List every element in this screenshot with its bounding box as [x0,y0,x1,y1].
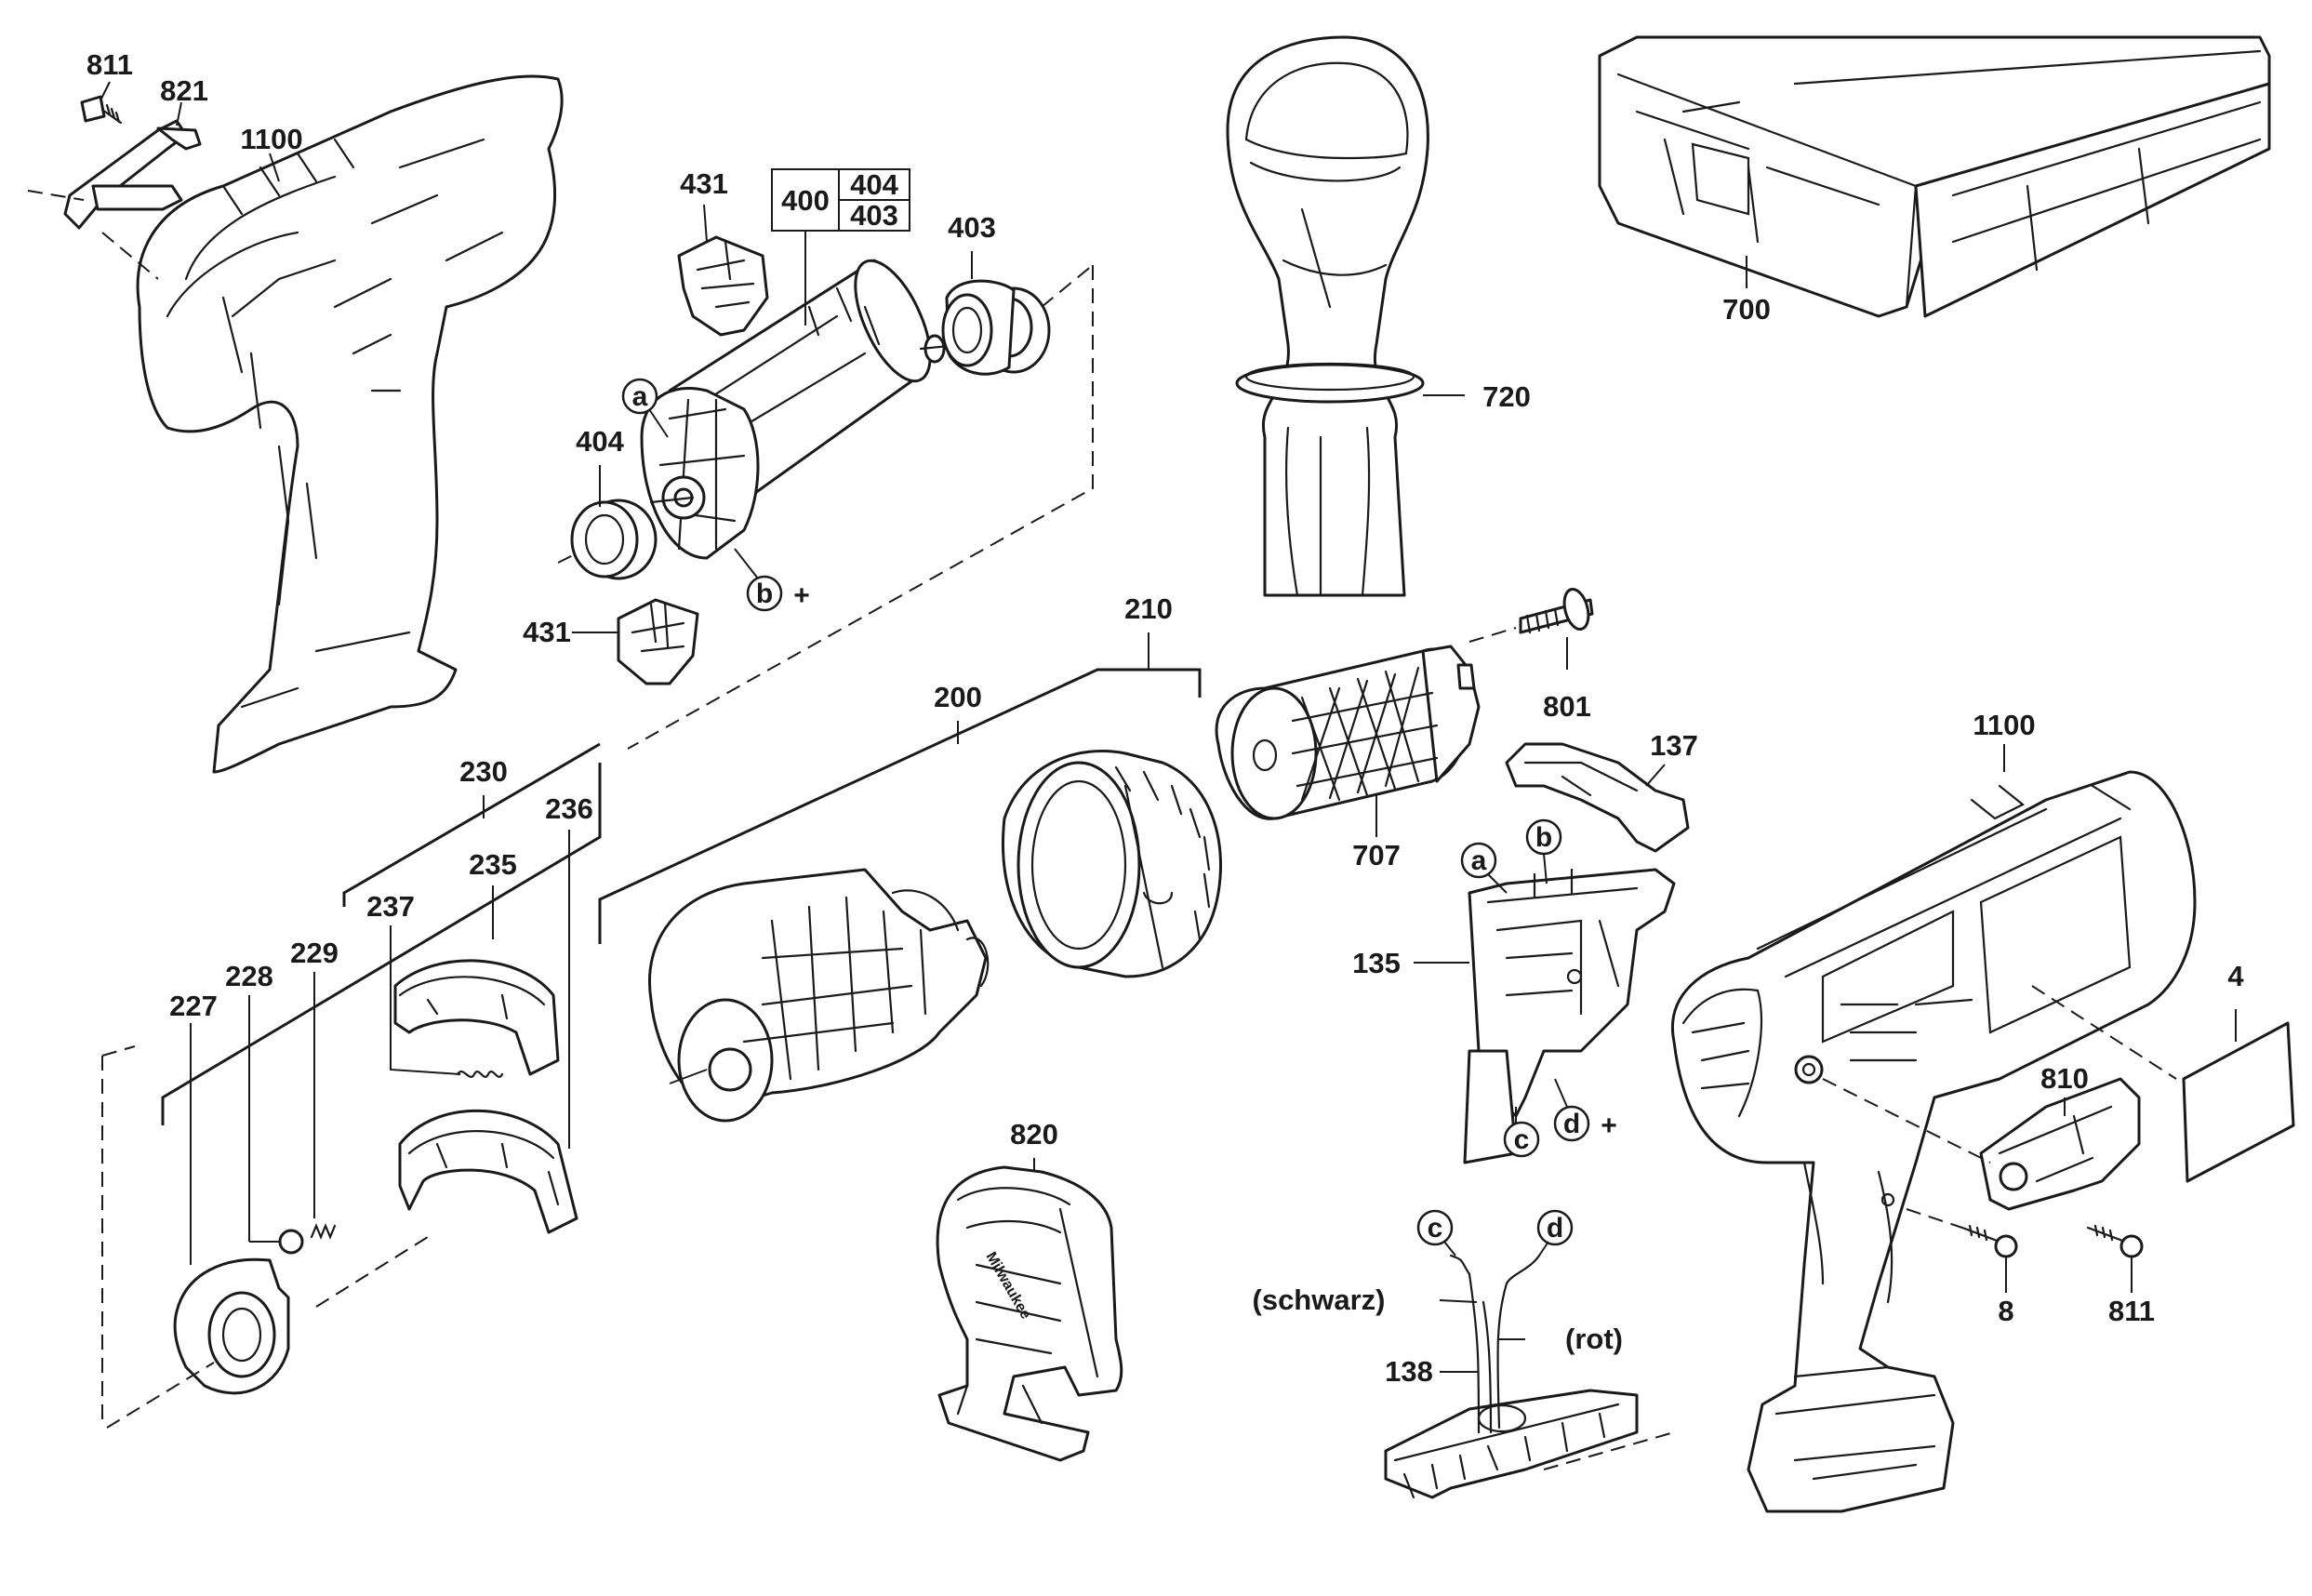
brush-holder-431-bottom [572,598,699,685]
label-720: 720 [1482,380,1531,413]
label-235: 235 [469,848,517,881]
bracket-230 [161,742,602,1149]
label-210: 210 [1124,592,1173,625]
callout-switch-c: c [1514,1124,1530,1155]
label-rot: (rot) [1565,1323,1623,1355]
part-box-400 [771,168,910,326]
label-810: 810 [2040,1062,2089,1095]
label-404-box: 404 [850,168,898,201]
clutch-ring-227 [106,1023,290,1429]
terminal-block-138 [1384,1254,1675,1499]
label-137: 137 [1650,729,1698,762]
screw-811-top [80,81,280,182]
switch-callouts [1460,818,1590,1158]
switch-lever-137 [1505,742,1690,853]
callout-letters: a b + a b c d + c d [632,381,1617,1244]
bracket-200-210 [598,632,1202,944]
label-229: 229 [290,937,339,969]
label-138: 138 [1385,1355,1433,1388]
callout-motor-a: a [632,381,648,412]
housing-half-left [136,74,564,774]
label-4: 4 [2227,960,2244,992]
motor-callouts [621,378,783,612]
label-228: 228 [225,960,273,992]
wire-callouts [1416,1209,1574,1257]
label-schwarz: (schwarz) [1253,1283,1386,1316]
label-431-bottom: 431 [523,616,571,648]
screw-811-right [2086,1224,2144,1293]
ball-228 [248,995,304,1255]
clip-mount-810 [1822,1077,2141,1211]
label-400: 400 [781,184,830,217]
drill-housing-1100 [1671,744,2197,1513]
motor-400 [640,259,950,560]
callout-motor-plus: + [793,580,810,611]
label-811-top: 811 [86,48,133,81]
holster-820: Milwaukee [936,1158,1123,1462]
callout-wire-c: c [1428,1213,1443,1244]
nameplate-4 [2031,985,2295,1183]
label-135: 135 [1352,947,1401,979]
label-230: 230 [459,755,508,788]
label-227: 227 [169,990,218,1022]
label-801: 801 [1543,690,1591,723]
label-707: 707 [1352,839,1401,871]
label-1100-top: 1100 [240,123,302,155]
chuck-707 [1215,645,1481,837]
callout-motor-b: b [756,579,773,609]
side-handle-720 [1226,35,1465,597]
callout-switch-plus: + [1601,1111,1617,1141]
callout-switch-a: a [1471,845,1487,876]
label-431-top: 431 [680,167,728,200]
spring-229 [310,972,337,1240]
clutch-shell-235 [393,959,560,1076]
bearing-404 [557,465,658,580]
switch-135 [1414,868,1676,1164]
label-236: 236 [545,792,593,825]
bearing-403 [941,251,1094,376]
carrying-case-700 [1598,35,2271,318]
callout-switch-d: d [1563,1109,1580,1139]
label-821: 821 [160,74,208,107]
spring-237 [390,925,504,1078]
part-labels: 811 821 1100 431 400 404 403 403 404 431… [86,48,2244,1388]
callout-switch-b: b [1535,822,1552,853]
label-404: 404 [576,425,624,458]
screw-801 [1468,588,1594,670]
callout-wire-d: d [1547,1213,1563,1244]
gearbox-200 [648,868,990,1123]
label-700: 700 [1722,293,1771,326]
label-8: 8 [1998,1295,2013,1327]
label-403: 403 [948,211,996,244]
torque-collar-210 [1002,750,1222,978]
label-200: 200 [934,681,982,713]
clutch-shell-236 [398,1109,578,1234]
label-237: 237 [366,890,415,923]
label-811-right: 811 [2108,1295,2155,1327]
belt-clip-821 [27,119,202,280]
brush-holder-431-top [677,204,769,337]
label-820: 820 [1010,1118,1058,1150]
label-403-box: 403 [850,199,898,232]
label-1100-right: 1100 [1973,709,2035,741]
screw-8 [1906,1208,2018,1293]
